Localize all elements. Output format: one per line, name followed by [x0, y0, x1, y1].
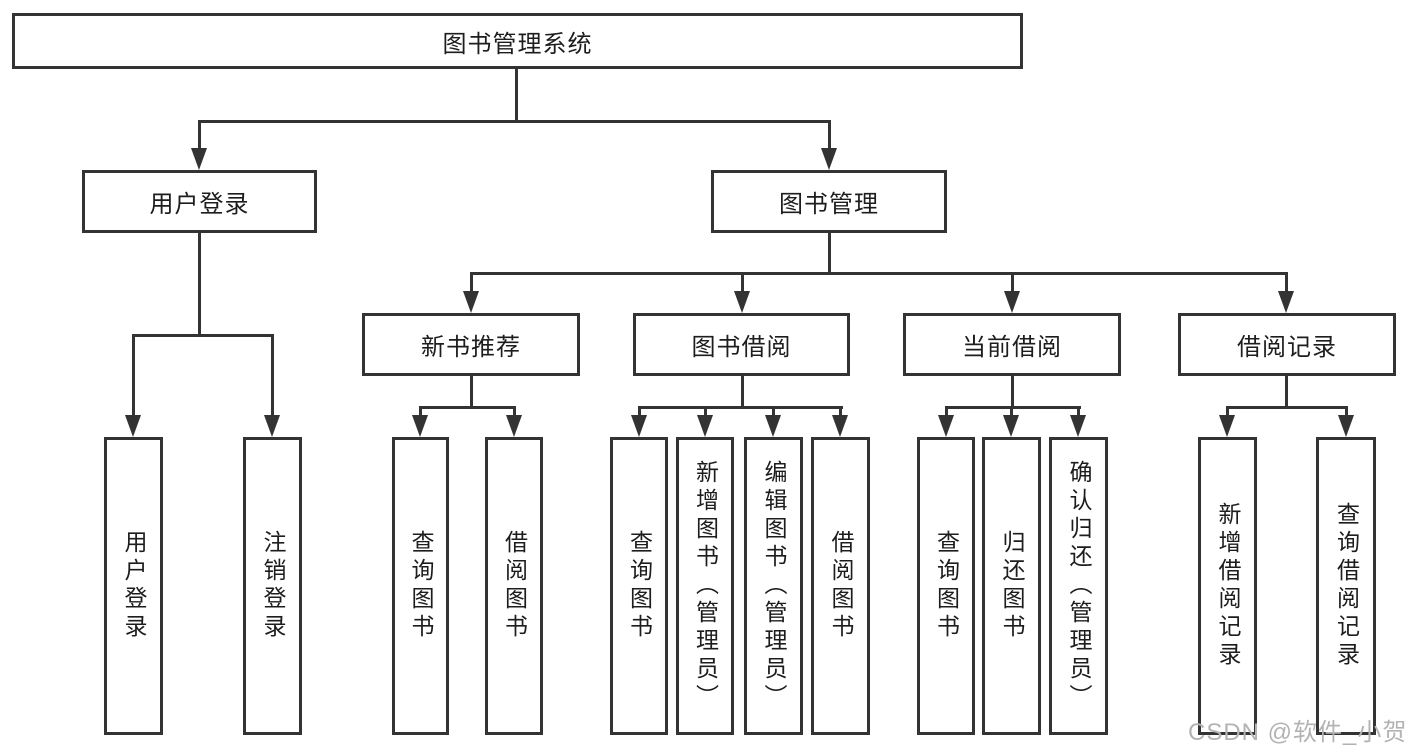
arrow-to-user-login-op	[125, 334, 142, 437]
connector-root-stem	[515, 69, 518, 120]
arrow-bb-borrow	[832, 406, 849, 437]
arrow-to-current-borrow	[1004, 272, 1021, 313]
arrow-bb-query	[631, 406, 648, 437]
node-br-add-record: 新增借阅记录	[1198, 437, 1257, 735]
arrow-nb-query	[412, 406, 429, 437]
node-borrow-record: 借阅记录	[1178, 313, 1396, 376]
node-cb-return-book: 归还图书	[982, 437, 1041, 735]
arrow-cb-query	[938, 406, 955, 437]
connector-mgmt-stem	[828, 233, 831, 272]
connector-mgmt-branch	[470, 272, 1288, 275]
node-logout-op: 注销登录	[243, 437, 302, 735]
arrow-cb-return	[1003, 406, 1020, 437]
node-cb-confirm-return: 确认归还（管理员）	[1049, 437, 1108, 735]
node-root: 图书管理系统	[12, 13, 1023, 69]
connector-br-stem	[1285, 376, 1288, 406]
node-book-mgmt: 图书管理	[711, 170, 947, 233]
arrow-to-book-borrow	[734, 272, 751, 313]
node-user-login-op: 用户登录	[104, 437, 163, 735]
connector-cb-stem	[1011, 376, 1014, 406]
node-nb-borrow-book: 借阅图书	[485, 437, 543, 735]
arrow-bb-add	[697, 406, 714, 437]
arrow-cb-confirm	[1070, 406, 1087, 437]
arrow-nb-borrow	[506, 406, 523, 437]
node-bb-borrow-book: 借阅图书	[811, 437, 870, 735]
node-current-borrow: 当前借阅	[903, 313, 1121, 376]
csdn-watermark: CSDN @软件_小贺同学	[1188, 719, 1405, 746]
node-new-book-rec: 新书推荐	[362, 313, 580, 376]
node-br-query-record: 查询借阅记录	[1316, 437, 1376, 735]
node-user-login: 用户登录	[82, 170, 317, 233]
connector-bb-stem	[741, 376, 744, 406]
connector-bb-branch	[638, 406, 843, 409]
node-book-borrow: 图书借阅	[633, 313, 850, 376]
connector-cb-branch	[945, 406, 1081, 409]
node-bb-add-book: 新增图书（管理员）	[676, 437, 734, 735]
connector-user-stem	[198, 233, 201, 334]
arrow-br-query	[1338, 406, 1355, 437]
node-cb-query-book: 查询图书	[917, 437, 975, 735]
arrow-br-add	[1219, 406, 1236, 437]
arrow-to-book-mgmt	[821, 120, 838, 170]
arrow-to-user-login	[191, 120, 208, 170]
node-bb-query-book: 查询图书	[610, 437, 668, 735]
arrow-bb-edit	[765, 406, 782, 437]
connector-br-branch	[1226, 406, 1348, 409]
connector-nb-branch	[419, 406, 516, 409]
arrow-to-logout-op	[264, 334, 281, 437]
connector-nb-stem	[470, 376, 473, 406]
node-bb-edit-book: 编辑图书（管理员）	[744, 437, 803, 735]
connector-root-branch	[198, 120, 831, 123]
node-nb-query-book: 查询图书	[392, 437, 449, 735]
arrow-to-borrow-record	[1278, 272, 1295, 313]
arrow-to-new-book-rec	[463, 272, 480, 313]
connector-user-branch	[133, 334, 274, 337]
